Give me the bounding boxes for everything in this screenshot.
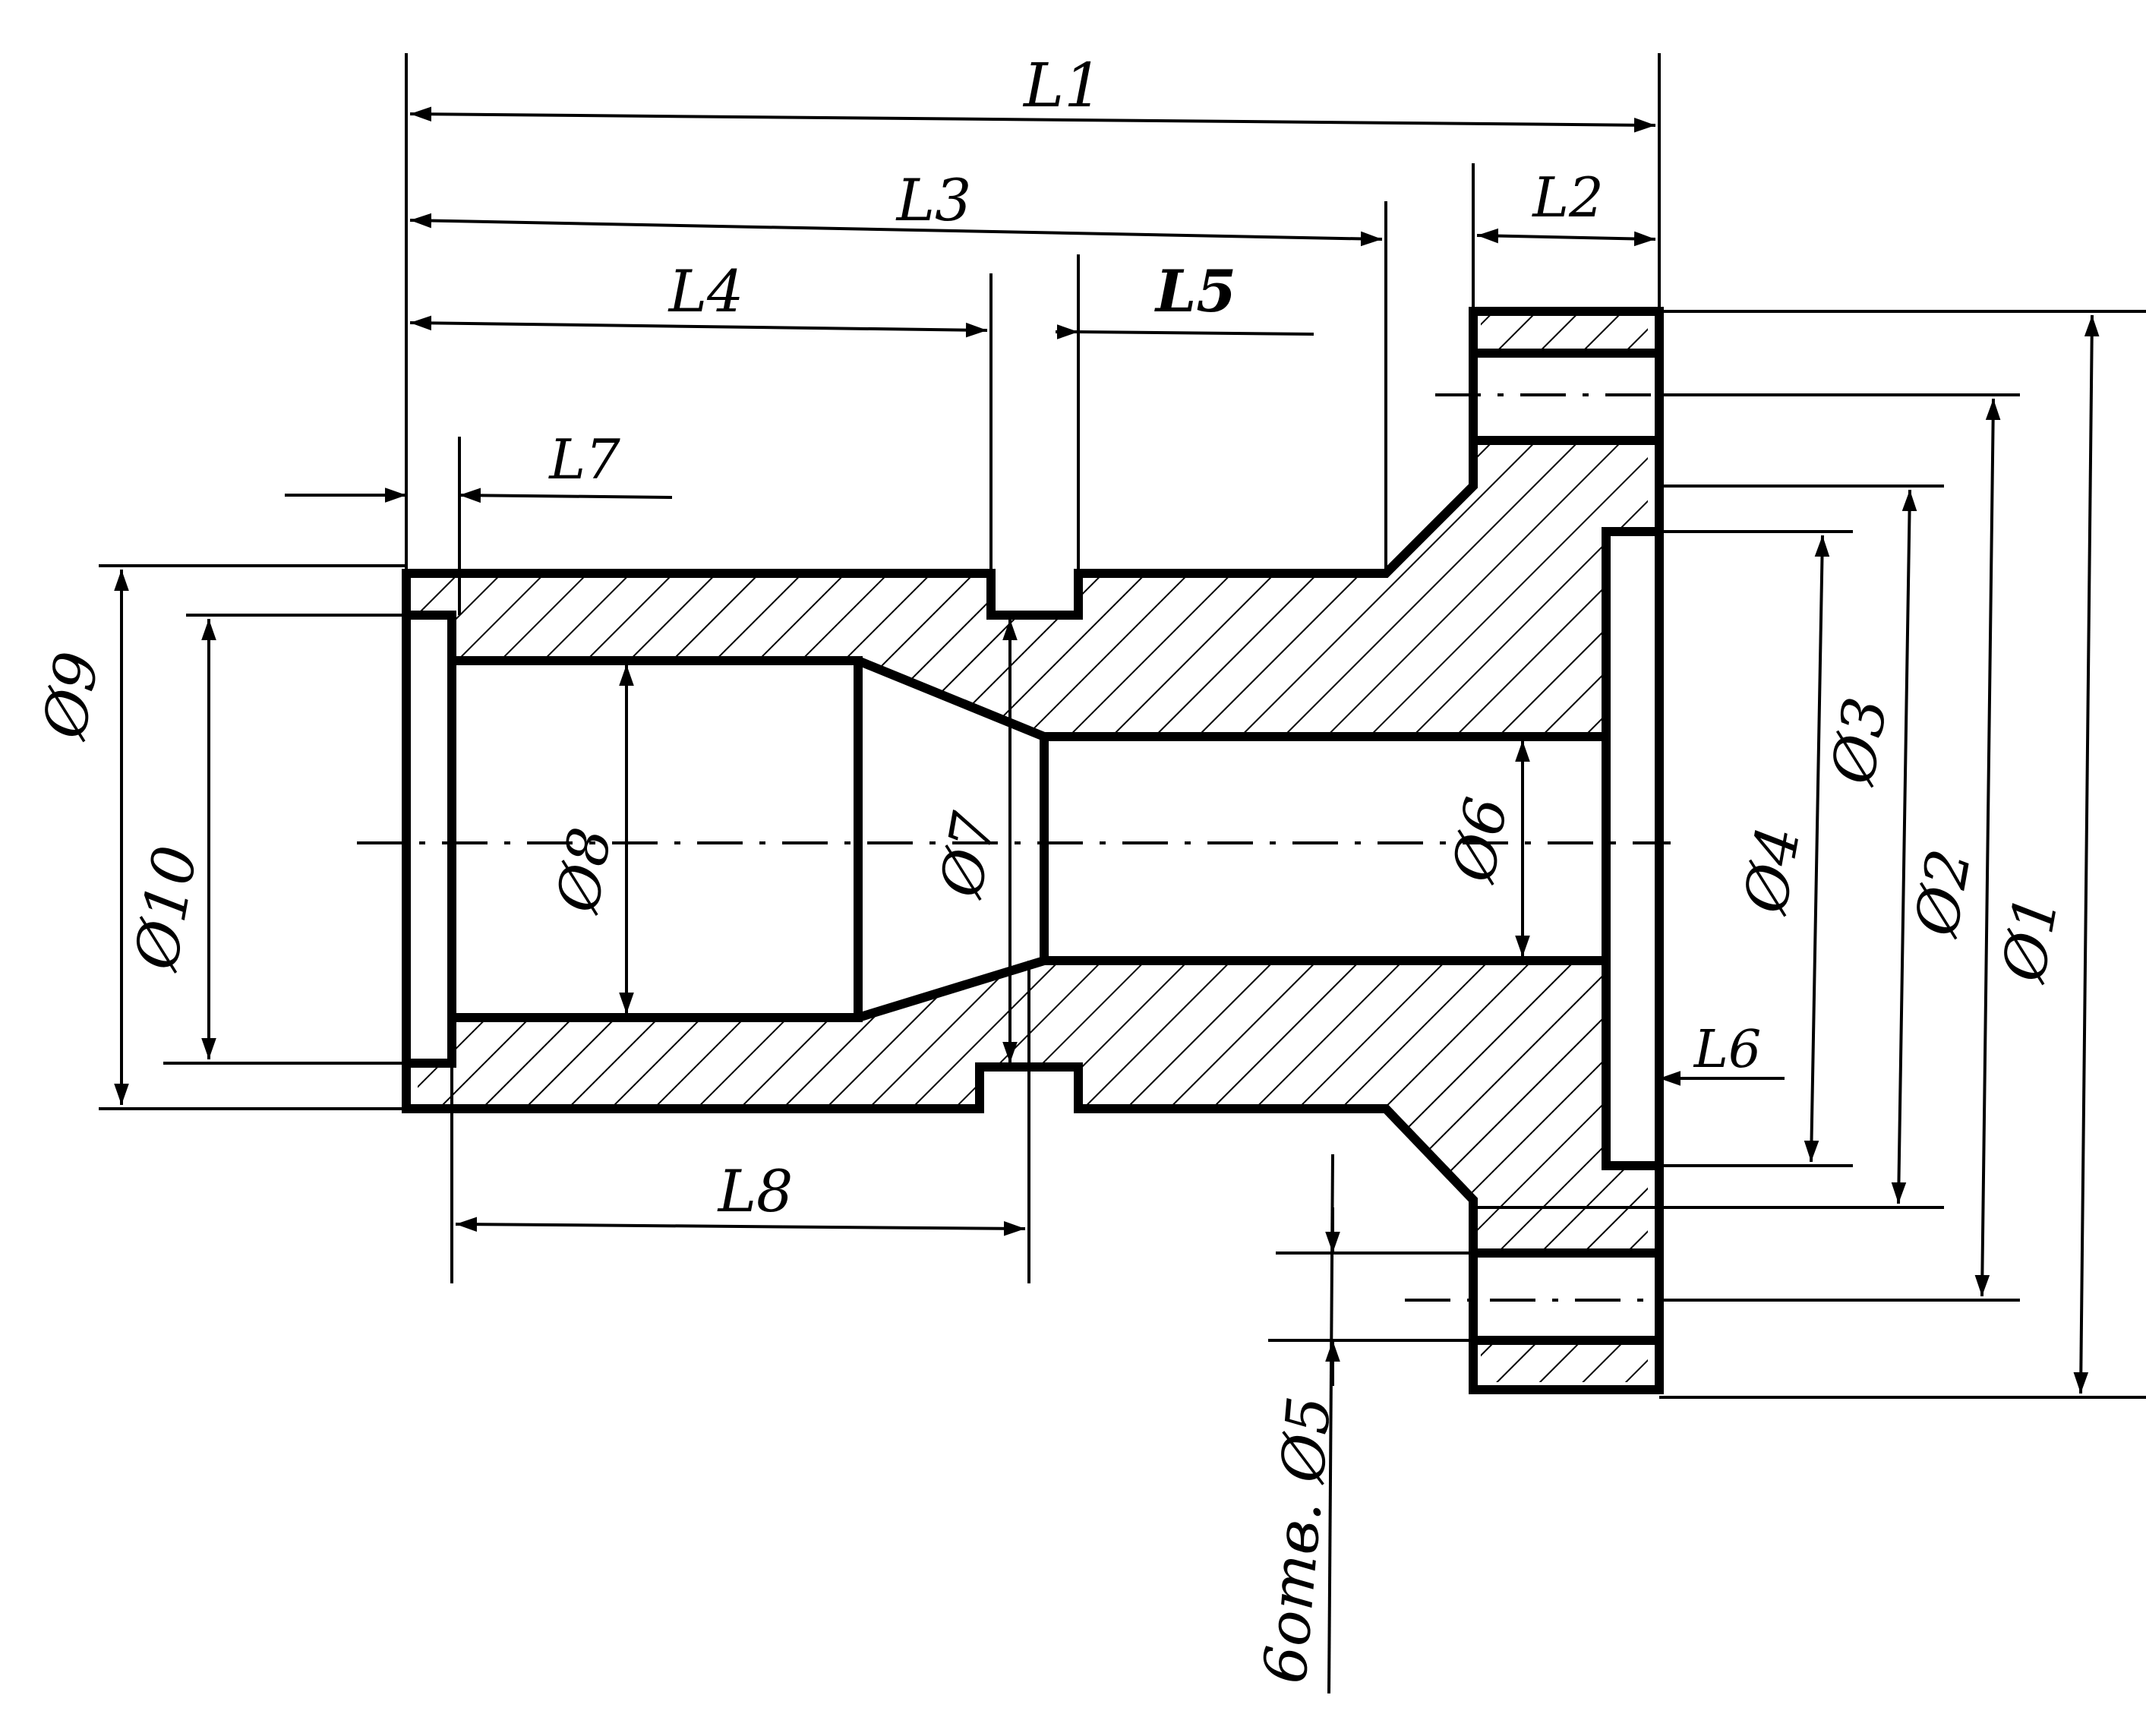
dimension-lines — [114, 106, 2100, 1694]
dim-D4 — [1804, 535, 1830, 1163]
label-L1: L1 — [1022, 50, 1103, 121]
extension-lines — [99, 53, 2146, 1399]
label-D3: Ø3 — [1819, 693, 1901, 791]
label-L8: L8 — [717, 1157, 794, 1225]
dim-D3 — [1891, 489, 1917, 1204]
dim-L8 — [455, 1217, 1026, 1236]
label-D10: Ø10 — [122, 841, 211, 976]
dimension-labels: L1 L2 L3 L4 L5 L6 L7 L8 Ø1 Ø2 Ø3 Ø4 6отв… — [30, 50, 2072, 1686]
dim-L2 — [1476, 228, 1656, 247]
center-lines — [357, 393, 1693, 1302]
dim-L4 — [409, 315, 988, 338]
label-L6: L6 — [1693, 1020, 1761, 1080]
hatched-section — [418, 311, 1648, 1382]
label-D8: Ø8 — [543, 822, 624, 918]
label-D2: Ø2 — [1902, 844, 1985, 942]
dim-L7-right — [459, 488, 673, 503]
label-D9: Ø9 — [30, 647, 113, 745]
label-D1: Ø1 — [1990, 890, 2072, 988]
label-L7: L7 — [548, 428, 620, 491]
label-L4: L4 — [667, 257, 744, 325]
dim-D1 — [2073, 314, 2100, 1394]
label-D4: Ø4 — [1731, 822, 1814, 920]
label-D7: Ø7 — [926, 807, 1008, 904]
label-L3: L3 — [895, 166, 972, 234]
label-L2: L2 — [1531, 166, 1604, 229]
dim-L1 — [409, 106, 1656, 133]
dim-L5-tail — [1078, 330, 1314, 336]
label-L5: L5 — [1154, 257, 1236, 325]
dim-L3 — [409, 213, 1383, 247]
label-D6: Ø6 — [1439, 792, 1520, 888]
dim-D2 — [1974, 398, 2001, 1297]
